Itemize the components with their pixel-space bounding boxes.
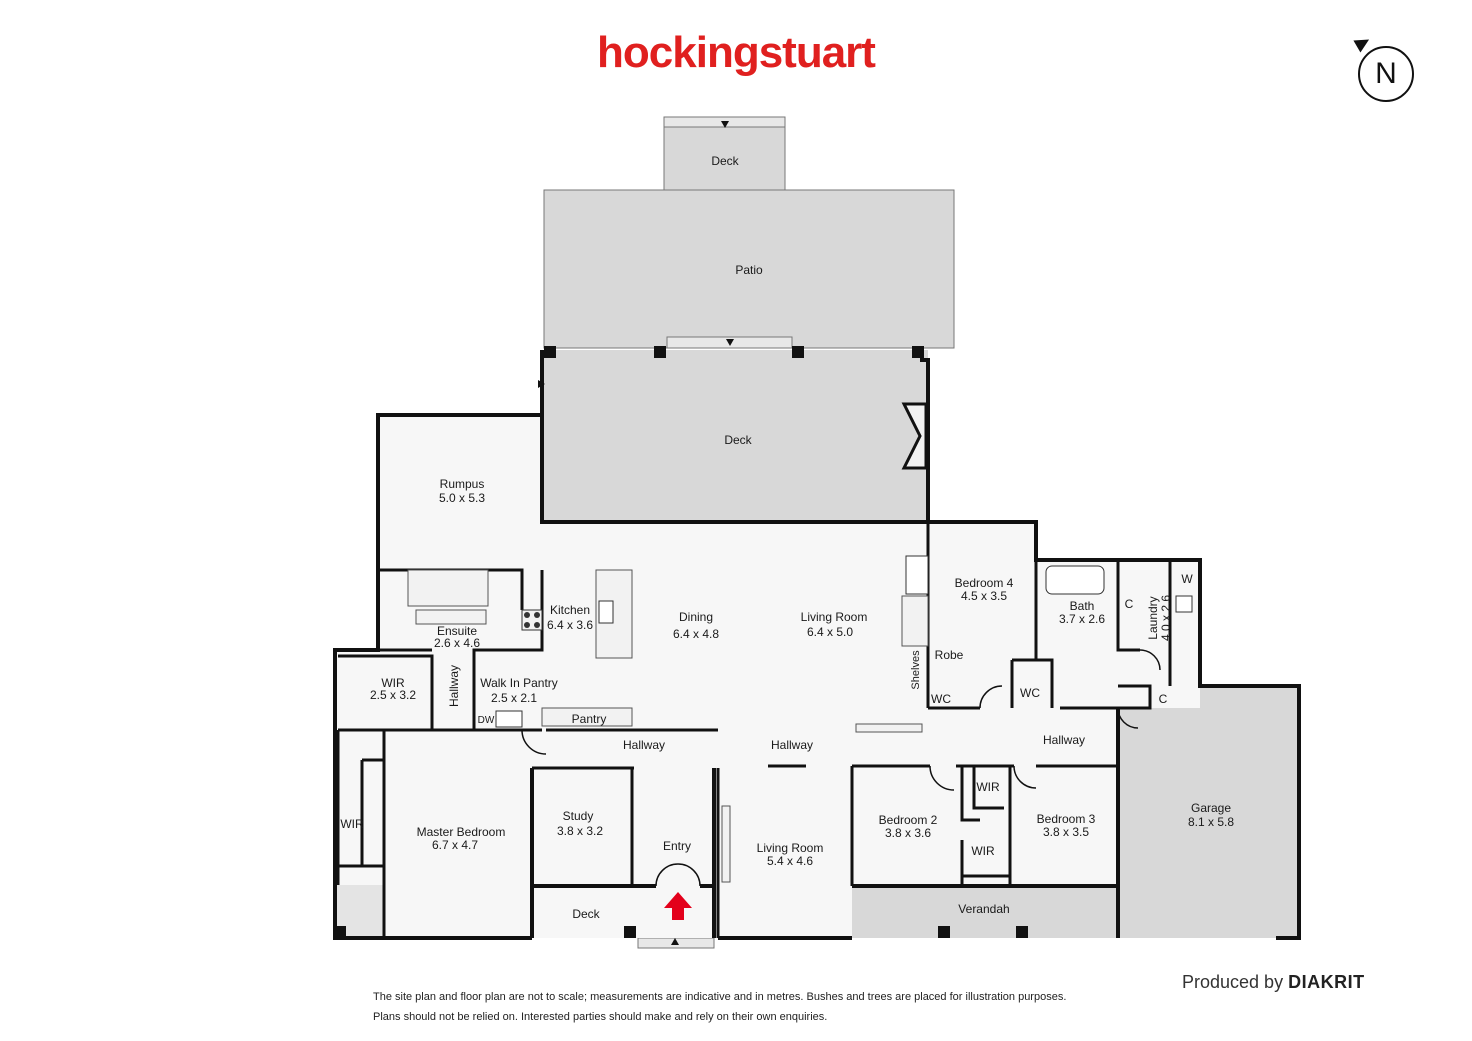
size-wir-1: 2.5 x 3.2 <box>370 688 416 702</box>
size-ensuite: 2.6 x 4.6 <box>434 636 480 650</box>
label-study: Study <box>563 809 594 823</box>
producer-logo: DIAKRIT <box>1288 972 1365 992</box>
label-walk-in-pantry: Walk In Pantry <box>480 676 558 690</box>
label-c2: C <box>1159 692 1168 706</box>
size-dining: 6.4 x 4.8 <box>673 627 719 641</box>
size-bedroom-3: 3.8 x 3.5 <box>1043 825 1089 839</box>
label-rumpus: Rumpus <box>440 477 485 491</box>
label-w: W <box>1181 572 1193 586</box>
label-dw: DW <box>478 715 495 726</box>
size-kitchen: 6.4 x 3.6 <box>547 618 593 632</box>
size-master-bedroom: 6.7 x 4.7 <box>432 838 478 852</box>
label-wir-4: WIR <box>971 844 995 858</box>
size-bedroom-4: 4.5 x 3.5 <box>961 589 1007 603</box>
compass-label: N <box>1375 57 1397 90</box>
label-bedroom-4: Bedroom 4 <box>955 576 1014 590</box>
disclaimer-line-1: The site plan and floor plan are not to … <box>373 991 1067 1003</box>
label-hallway-1: Hallway <box>623 738 665 752</box>
producer-credit: Produced by DIAKRIT <box>1182 972 1365 993</box>
label-hallway-3: Hallway <box>1043 733 1085 747</box>
size-living-room-2: 5.4 x 4.6 <box>767 854 813 868</box>
label-wir-3: WIR <box>976 780 1000 794</box>
north-compass: N <box>1353 33 1414 102</box>
label-wir-1: WIR <box>381 676 405 690</box>
label-c1: C <box>1125 597 1134 611</box>
label-master-bedroom: Master Bedroom <box>417 825 506 839</box>
garage-area <box>1119 686 1299 938</box>
label-laundry: Laundry <box>1146 596 1160 639</box>
label-wc-1: WC <box>931 692 951 706</box>
label-bedroom-2: Bedroom 2 <box>879 813 938 827</box>
size-living-room-1: 6.4 x 5.0 <box>807 625 853 639</box>
label-verandah: Verandah <box>958 902 1009 916</box>
patio-area <box>543 189 955 349</box>
disclaimer-line-2: Plans should not be relied on. Intereste… <box>373 1011 828 1023</box>
size-bath: 3.7 x 2.6 <box>1059 612 1105 626</box>
label-kitchen: Kitchen <box>550 603 590 617</box>
size-study: 3.8 x 3.2 <box>557 824 603 838</box>
produced-by-text: Produced by <box>1182 972 1284 992</box>
size-laundry: 4.0 x 2.6 <box>1159 595 1173 641</box>
label-garage: Garage <box>1191 801 1231 815</box>
brand-logo: hockingstuart <box>597 28 876 77</box>
label-ensuite: Ensuite <box>437 624 477 638</box>
size-walk-in-pantry: 2.5 x 2.1 <box>491 691 537 705</box>
label-bedroom-3: Bedroom 3 <box>1037 812 1096 826</box>
label-patio: Patio <box>735 263 763 277</box>
verandah-area <box>852 886 1118 938</box>
size-garage: 8.1 x 5.8 <box>1188 815 1234 829</box>
label-deck-main: Deck <box>724 433 752 447</box>
label-wc-2: WC <box>1020 686 1040 700</box>
label-deck-top: Deck <box>711 154 739 168</box>
label-hallway-2: Hallway <box>771 738 813 752</box>
label-dining: Dining <box>679 610 713 624</box>
label-deck-front: Deck <box>572 907 600 921</box>
label-bath: Bath <box>1070 599 1095 613</box>
label-living-room-2: Living Room <box>757 841 824 855</box>
label-shelves: Shelves <box>910 650 922 690</box>
label-robe: Robe <box>935 648 964 662</box>
label-entry: Entry <box>663 839 691 853</box>
deck-main-area <box>544 350 928 522</box>
label-hallway-vertical: Hallway <box>447 665 461 707</box>
label-pantry: Pantry <box>572 712 607 726</box>
size-rumpus: 5.0 x 5.3 <box>439 491 485 505</box>
entry-arrow-icon <box>664 892 692 920</box>
label-living-room-1: Living Room <box>801 610 868 624</box>
size-bedroom-2: 3.8 x 3.6 <box>885 826 931 840</box>
disclaimer: The site plan and floor plan are not to … <box>373 987 1133 1027</box>
label-wir-2: WIR <box>340 817 364 831</box>
